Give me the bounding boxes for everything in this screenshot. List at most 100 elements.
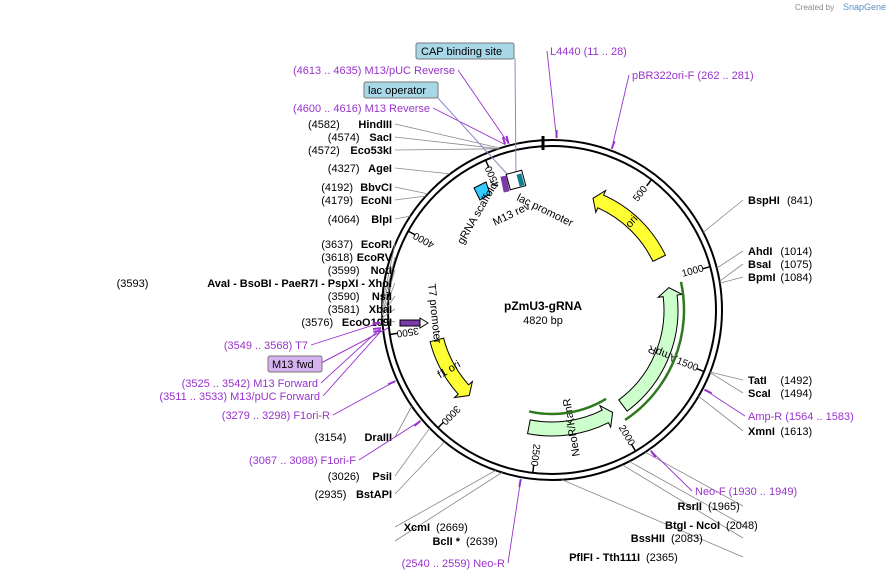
site-leader <box>719 276 744 284</box>
site-position: (1965) <box>708 501 740 513</box>
site-leader <box>394 136 499 150</box>
tick-mark <box>696 367 705 373</box>
site-position: (841) <box>787 195 813 207</box>
site-name: AvaI - BsoBI - PaeR7I - PspXI - XhoI <box>207 278 392 290</box>
site-name: XbaI <box>369 304 392 316</box>
primer-site-mark <box>650 450 657 458</box>
site-name: EcoO109I <box>342 317 392 329</box>
tick-mark <box>484 159 490 168</box>
svg-text:M13 rev: M13 rev <box>491 200 532 228</box>
site-position: (4572) <box>308 145 340 157</box>
primer-f1ori-f: (3067 .. 3088) F1ori-F <box>249 420 422 467</box>
site-ecori: (3637)EcoRI <box>321 239 392 251</box>
site-name: RsrII <box>678 501 702 513</box>
backbone-outer <box>381 139 723 481</box>
site-leader <box>394 186 428 195</box>
site-leader <box>698 395 744 432</box>
primer-leader <box>546 50 557 139</box>
site-leader <box>394 470 496 528</box>
site-nsii: (3590) NsiI <box>328 291 392 303</box>
site-leader <box>394 215 411 220</box>
site-leader <box>381 256 396 310</box>
lac-promoter-feature: lac promoter <box>505 169 575 230</box>
tick-mark <box>532 464 535 473</box>
site-leader <box>702 199 744 233</box>
backbone-inner <box>387 145 717 475</box>
orf-strand-line <box>624 281 686 421</box>
site-leader <box>381 269 396 314</box>
tick-label: 500 <box>631 184 650 204</box>
orf-strand-line <box>528 397 607 416</box>
site-leader <box>381 308 396 318</box>
site-xmni: XmnI(1613) <box>748 426 812 438</box>
site-leader <box>394 472 503 542</box>
tick-mark <box>702 265 711 270</box>
site-name: NsiI <box>372 291 392 303</box>
site-leader <box>381 243 396 306</box>
site-position: (3026) <box>328 471 360 483</box>
primer-label: (4600 .. 4616) M13 Reverse <box>293 103 430 115</box>
site-position: (4327) <box>328 163 360 175</box>
site-draiii: (3154)DraIII <box>315 432 392 444</box>
site-bbvci: (4192)BbvCI <box>321 182 392 194</box>
primer-amp-r: Amp-R (1564 .. 1583) <box>704 388 854 423</box>
f1-ori-arrow <box>429 337 474 399</box>
site-ahdi: AhdI (1014) <box>748 246 812 258</box>
site-psii: (3026)PsiI <box>328 471 392 483</box>
site-leader <box>561 479 744 558</box>
site-name: DraIII <box>364 432 392 444</box>
primer-pbr322ori-f: pBR322ori-F (262 .. 281) <box>610 70 754 150</box>
site-position: (3590) <box>328 291 360 303</box>
site-position: (3637) <box>321 239 353 251</box>
primer-site-mark <box>387 380 396 386</box>
site-name: XcmI <box>404 522 430 534</box>
site-leader <box>719 263 744 282</box>
site-position: (3576) <box>301 317 333 329</box>
site-position: (2935) <box>315 489 347 501</box>
primer-leader <box>432 107 506 145</box>
tick-label: 3500 <box>395 325 419 339</box>
primer-leader <box>358 420 421 461</box>
primer-leader <box>457 69 509 144</box>
svg-text:CAP binding site: CAP binding site <box>421 46 502 58</box>
site-position: (2365) <box>646 552 678 564</box>
primer-labels: (4613 .. 4635) M13/pUC Reverse (4600 .. 4… <box>159 46 853 570</box>
site-name: ScaI <box>748 388 771 400</box>
site-xbai: (3581) XbaI <box>328 304 392 316</box>
site-position: (1084) <box>780 272 812 284</box>
primer-label: (4613 .. 4635) M13/pUC Reverse <box>293 65 455 77</box>
site-leader <box>716 250 744 269</box>
primer-leader <box>650 450 693 492</box>
site-position: (3581) <box>328 304 360 316</box>
site-position: (1014) <box>780 246 812 258</box>
site-name: TatI <box>748 375 767 387</box>
primer-site-mark <box>501 136 507 145</box>
primer-t7: (3549 .. 3568) T7 <box>224 321 381 352</box>
site-name: BpmI <box>748 272 776 284</box>
tick-label: 2000 <box>616 423 637 448</box>
primer-label: (3549 .. 3568) T7 <box>224 340 308 352</box>
site-name: XmnI <box>748 426 775 438</box>
primer-leader <box>310 322 381 346</box>
site-scai: ScaI(1494) <box>748 388 812 400</box>
primer-label: L4440 (11 .. 28) <box>550 46 627 58</box>
site-leader <box>394 123 501 149</box>
site-xcmi: (2669) XcmI <box>404 522 468 534</box>
site-position: (2669) <box>436 522 468 534</box>
site-position: (1075) <box>780 259 812 271</box>
site-ecorv: (3618) EcoRV <box>321 252 392 264</box>
primer-site-mark <box>373 329 382 333</box>
site-ecoo109i: (3576) EcoO109I <box>301 317 392 329</box>
primer-label: (3279 .. 3298) F1ori-R <box>222 410 330 422</box>
site-name: AgeI <box>368 163 392 175</box>
site-hindiii: (4582)HindIII <box>308 119 392 131</box>
site-name: EcoRV <box>357 252 393 264</box>
site-leader <box>394 195 426 201</box>
lac-operator-box: lac operator <box>363 81 509 176</box>
site-name: NotI <box>371 265 392 277</box>
tick-label: 1500 <box>675 356 700 375</box>
site-saci: (4574)SacI <box>328 132 392 144</box>
site-position: (3618) <box>321 252 353 264</box>
site-name: AhdI <box>748 246 772 258</box>
